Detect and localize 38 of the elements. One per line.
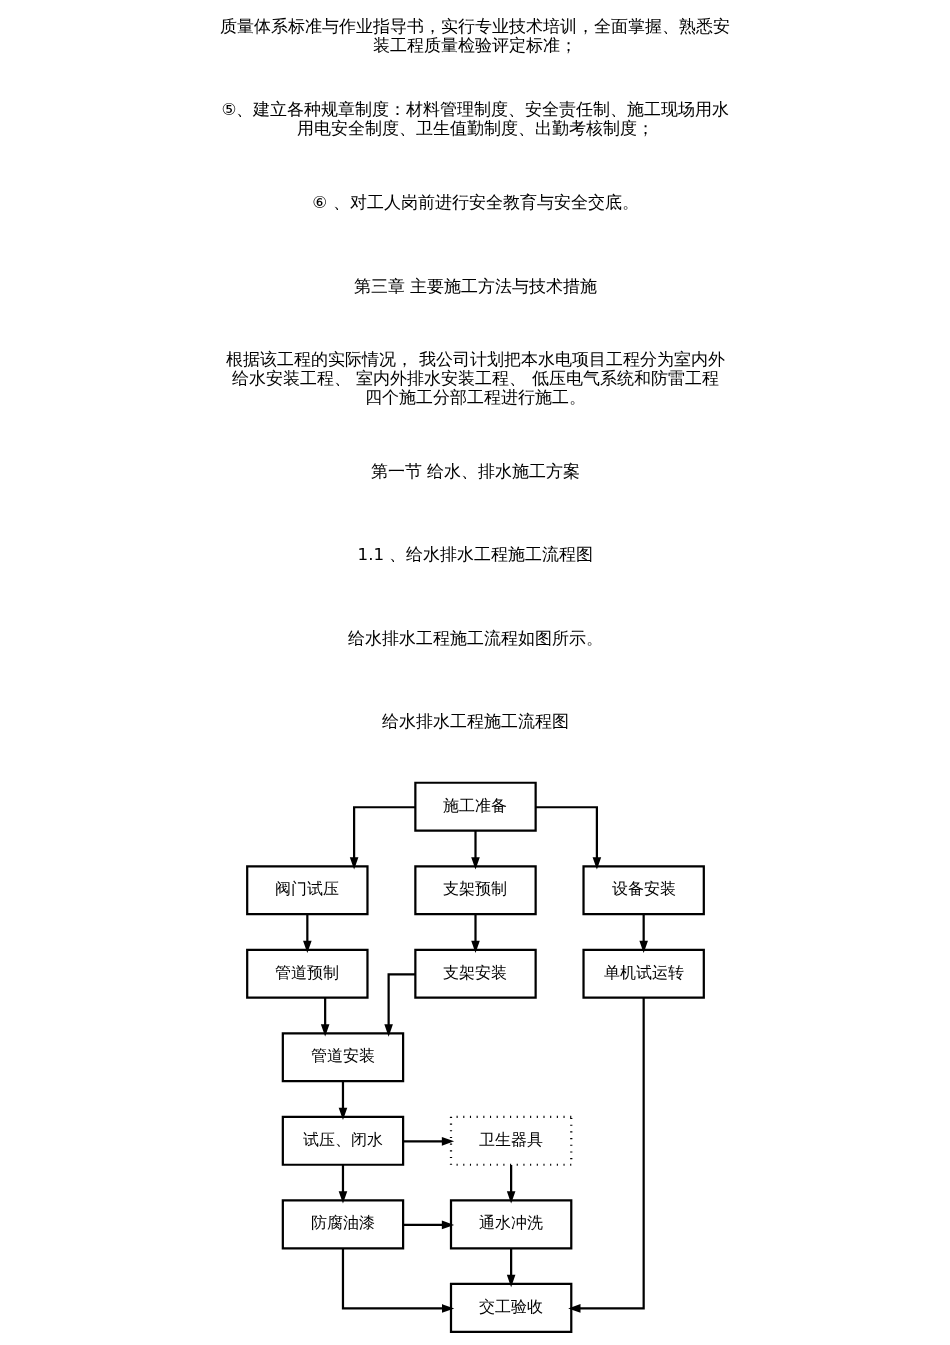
label: 第三章 主要施工方法与技术措施 <box>353 275 597 296</box>
label: ⑥ 、对工人岗前进行安全教育与安全交底。 <box>311 192 639 213</box>
label: 给水排水工程施工流程如图所示。 <box>347 627 603 648</box>
arrow <box>349 806 415 870</box>
arrow <box>535 806 601 870</box>
arrow <box>470 914 480 954</box>
arrow <box>402 1220 454 1230</box>
arrow <box>320 997 329 1037</box>
node-box: 支架安装 <box>413 948 537 999</box>
node-box: 单机试运转 <box>581 948 705 999</box>
node-box: 试压、闭水 <box>281 1115 404 1166</box>
node-box: 施工准备 <box>413 781 537 832</box>
node-box: 管道安装 <box>281 1032 404 1083</box>
label: ⑤、建立各种规章制度：材料管理制度、安全责任制、施工现场用水用电安全制度、卫生值勤制度、出勤考核制度； <box>221 99 729 139</box>
label: 给水排水工程施工流程图 <box>381 711 569 732</box>
arrow <box>470 830 480 870</box>
arrow <box>338 1164 347 1204</box>
arrow <box>402 1137 454 1146</box>
node-box: 防腐油漆 <box>281 1199 404 1250</box>
node-box: 阀门试压 <box>245 865 369 916</box>
arrow <box>567 997 645 1313</box>
arrow <box>383 973 415 1037</box>
node-box: 通水冲洗 <box>449 1199 572 1250</box>
label: 第一节 给水、排水施工方案 <box>370 460 580 481</box>
arrow <box>506 1164 515 1204</box>
node-box: 卫生器具 <box>449 1115 572 1166</box>
label: 根据该工程的实际情况， 我公司计划把本水电项目工程分为室内外给水安装工程、 室内外排水安装工程、 低压电气系统和防雷工程四个施工分部工程进行施工。 <box>225 349 725 407</box>
node-box: 支架预制 <box>413 865 537 916</box>
node-box: 管道预制 <box>245 948 369 999</box>
arrow <box>341 1248 454 1313</box>
node-box: 交工验收 <box>449 1282 572 1333</box>
arrow <box>506 1248 515 1288</box>
node-box: 设备安装 <box>581 865 705 916</box>
arrow <box>302 914 312 954</box>
arrow <box>338 1081 347 1121</box>
arrow <box>638 914 648 954</box>
label: 1.1 、给水排水工程施工流程图 <box>357 544 593 565</box>
label: 质量体系标准与作业指导书，实行专业技术培训，全面掌握、熟悉安装工程质量检验评定标准； <box>220 15 730 55</box>
